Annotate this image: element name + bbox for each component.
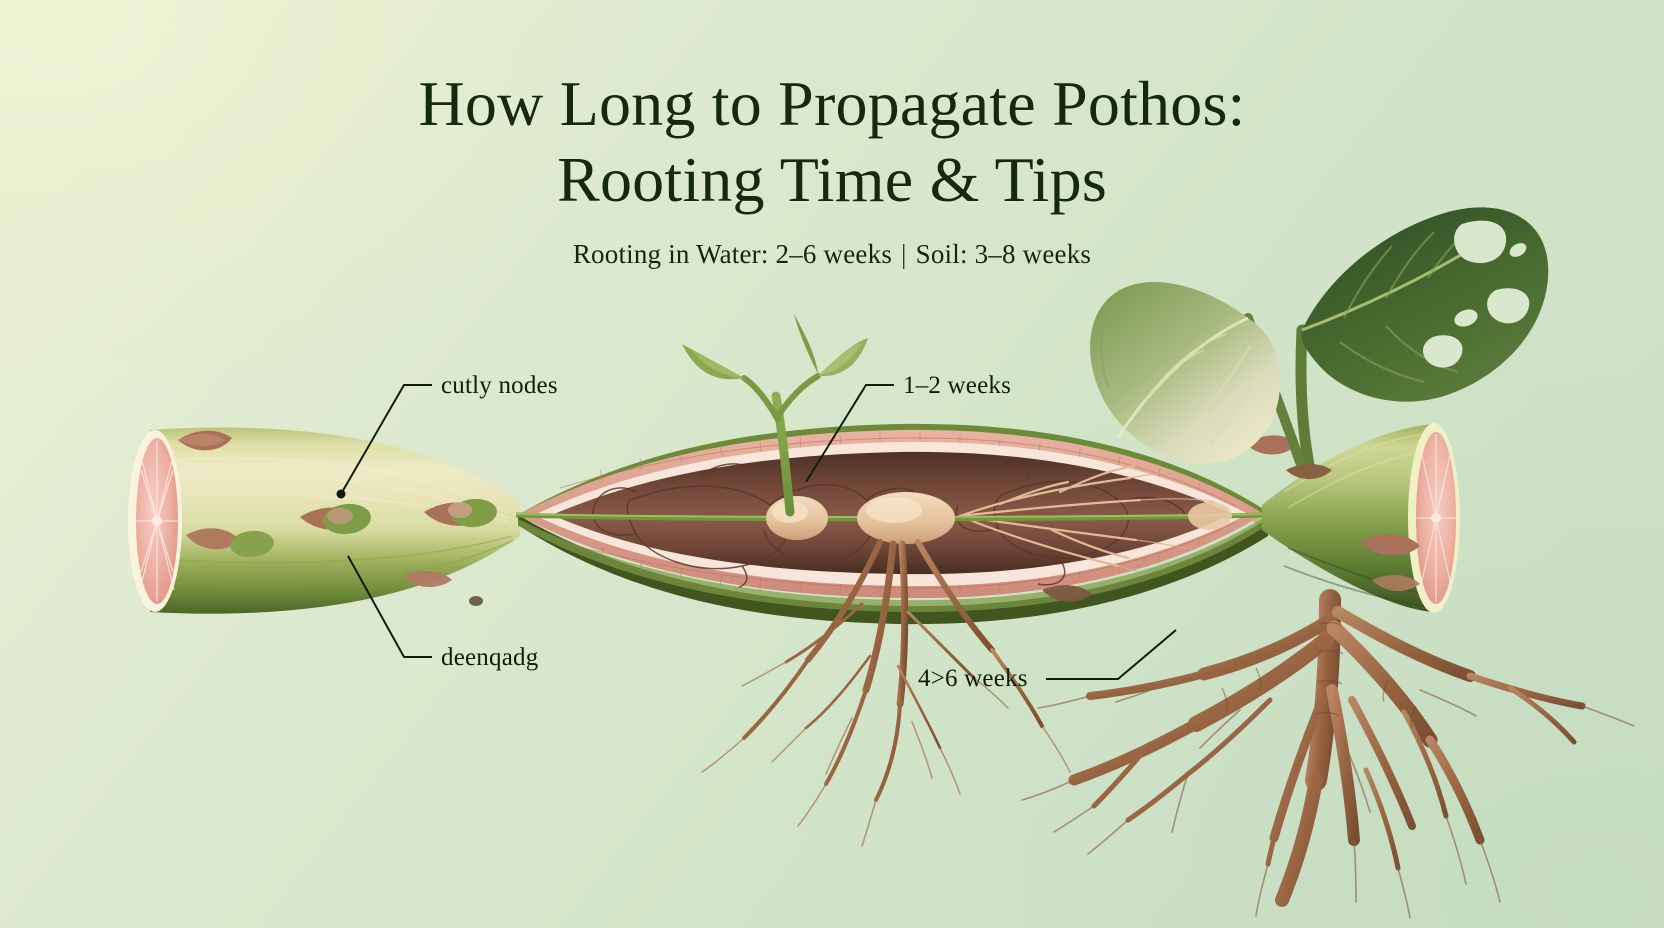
- left-stem-segment: [128, 427, 520, 614]
- stem-cutaway-section: [515, 423, 1269, 625]
- leader-roots: [1046, 629, 1177, 680]
- mature-root-branches: [1091, 657, 1577, 871]
- callout-label-root-time: 4>6 weeks: [918, 665, 1028, 692]
- leader-nodes: [340, 384, 432, 495]
- callout-label-shoot-time: 1–2 weeks: [903, 372, 1012, 399]
- center-node-bulb: [766, 492, 955, 544]
- leader-shoot: [805, 384, 894, 483]
- center-sprout: [682, 314, 868, 517]
- mature-root-system: [1068, 589, 1586, 907]
- callout-label-nodes: cutly nodes: [441, 372, 558, 399]
- center-rootlets: [701, 661, 1071, 847]
- stem-node-buds: [178, 430, 497, 588]
- leader-damage: [347, 555, 432, 658]
- mature-rootlets: [1021, 645, 1635, 919]
- center-root-system: [742, 539, 1044, 802]
- pothos-leaves: [1090, 207, 1549, 479]
- right-stem-segment: [1042, 423, 1460, 613]
- callout-leader-lines: [336, 384, 1177, 680]
- root-segmentation: [1221, 621, 1417, 729]
- callout-label-damage: deenqadg: [441, 644, 539, 671]
